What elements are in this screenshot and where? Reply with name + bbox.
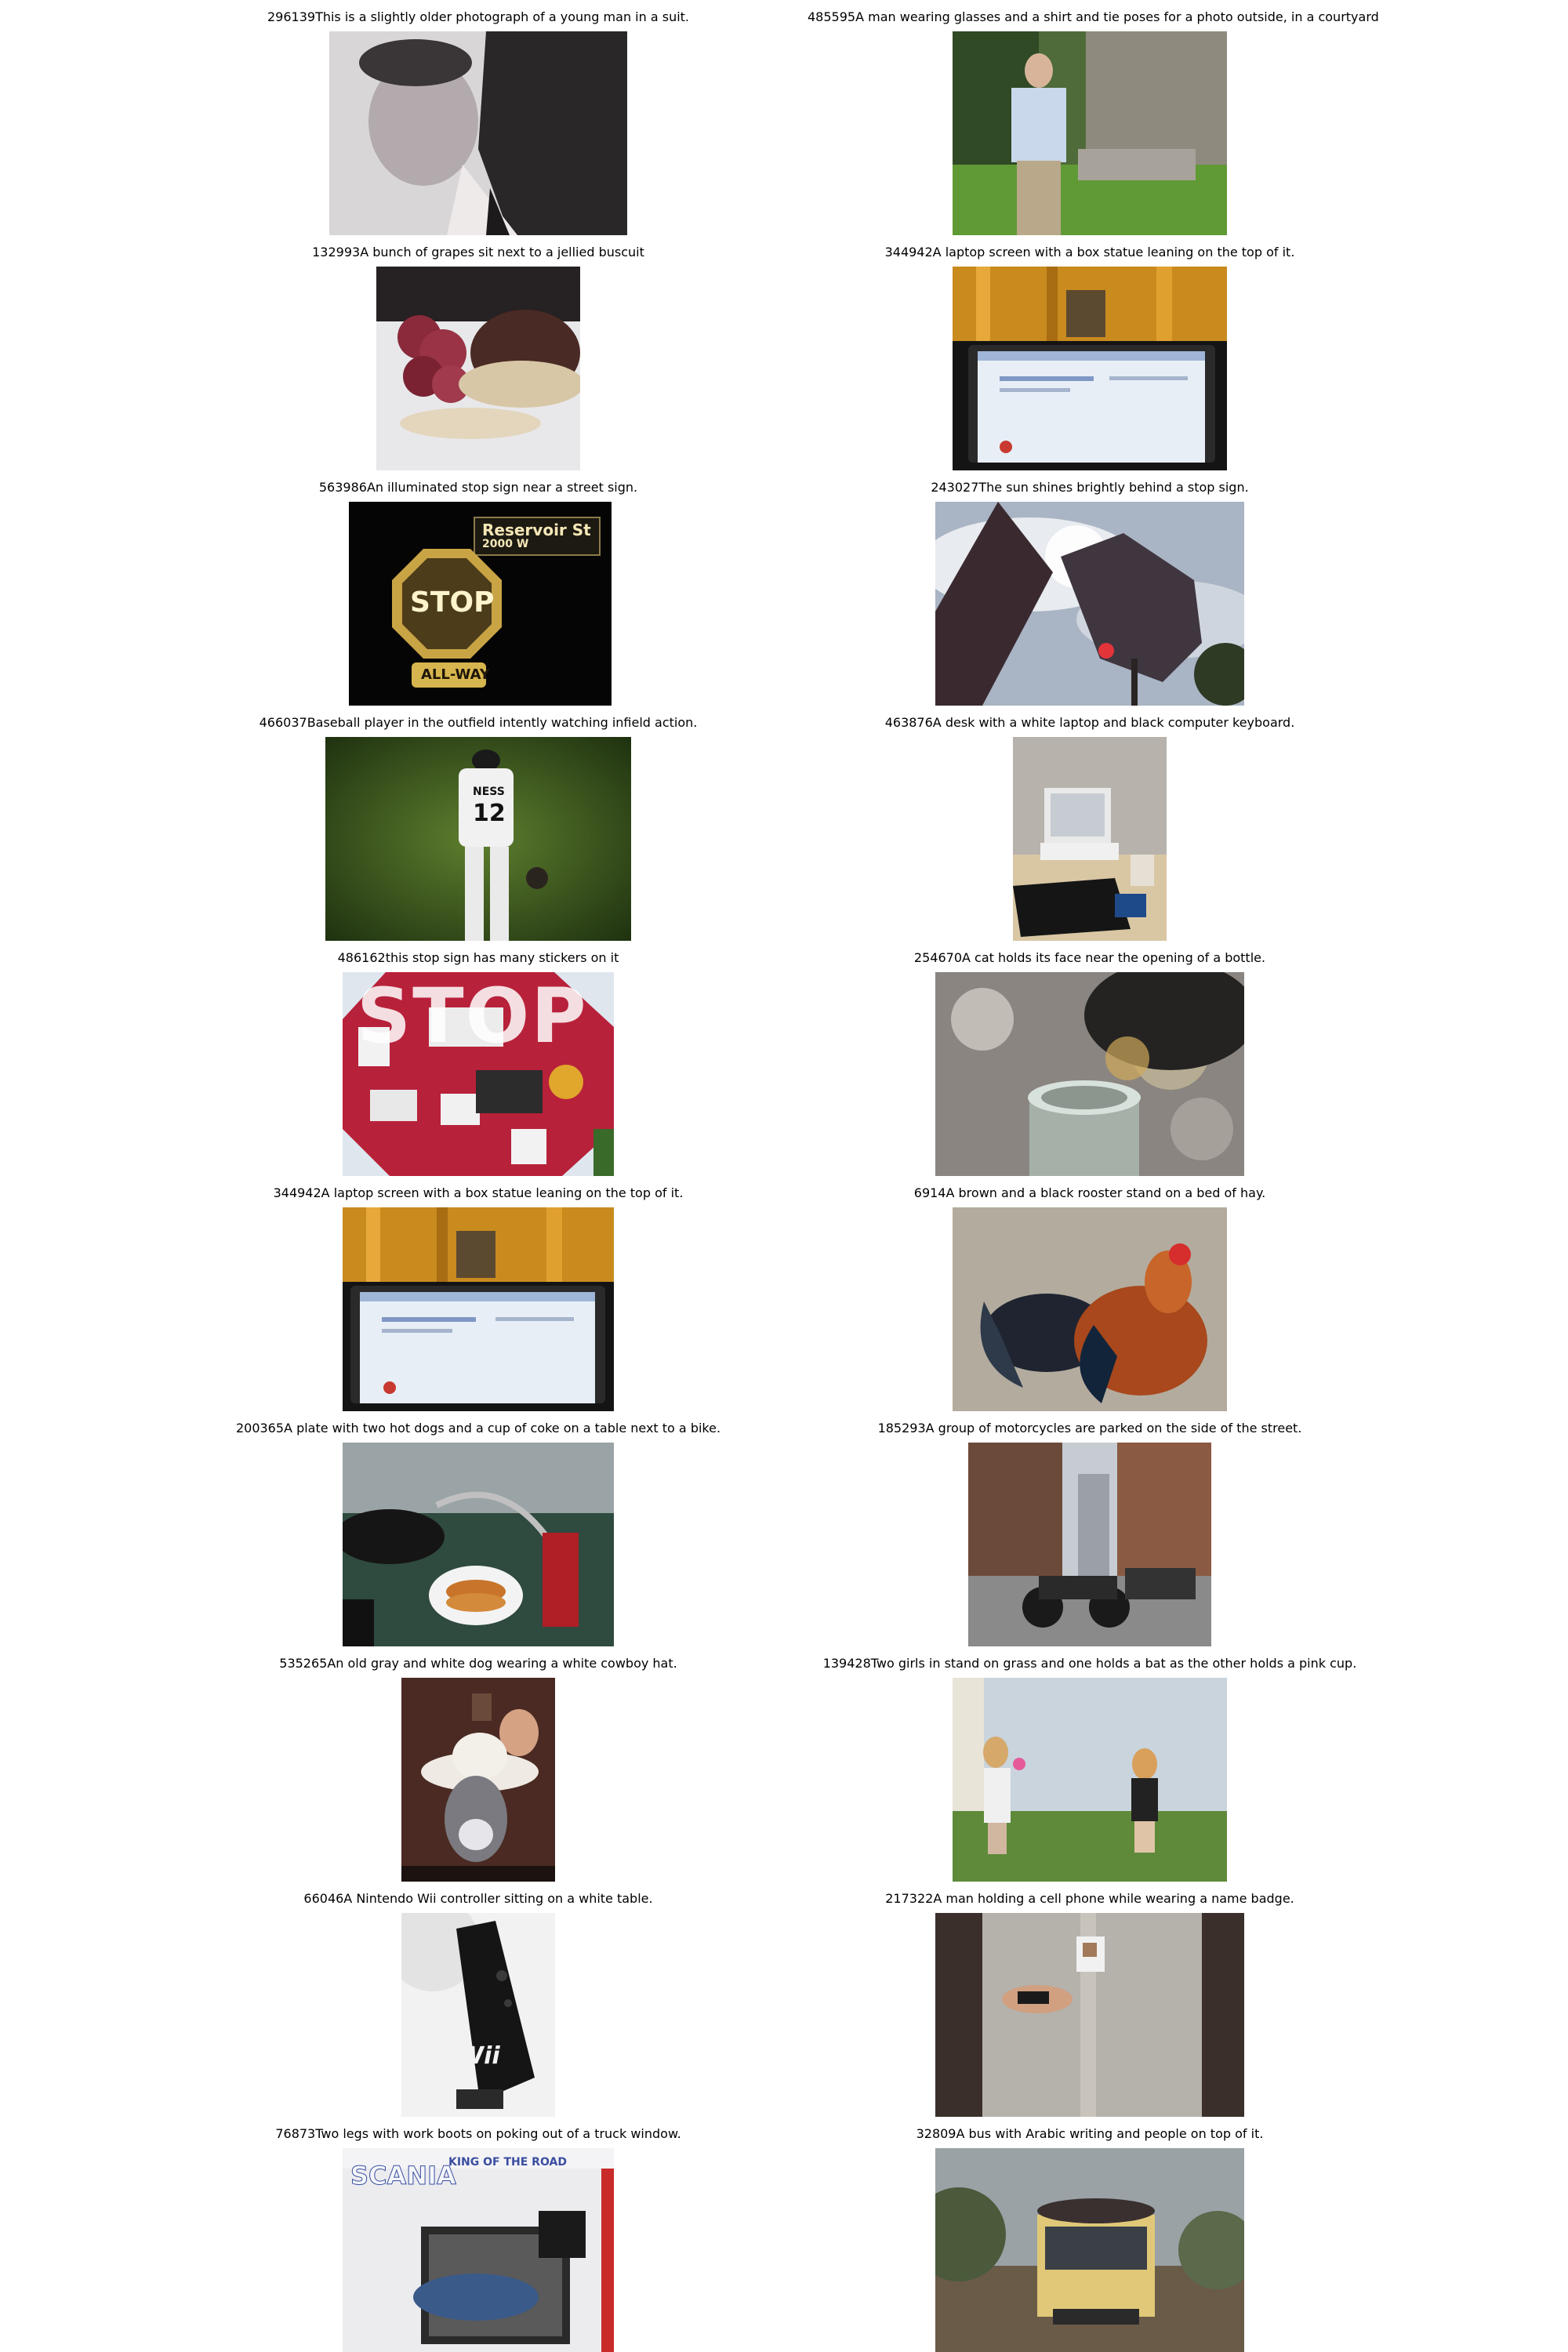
photo-sun-behind-stop-sign [935, 502, 1244, 706]
image-caption: 344942A laptop screen with a box statue … [884, 245, 1295, 260]
photo-hot-dogs-bike [343, 1443, 614, 1646]
image-caption: 243027The sun shines brightly behind a s… [931, 480, 1249, 495]
grid-item-9: 486162this stop sign has many stickers o… [196, 949, 760, 1176]
grid-item-16: 139428Two girls in stand on grass and on… [808, 1654, 1372, 1882]
image-caption: 132993A bunch of grapes sit next to a je… [312, 245, 644, 260]
grid-item-3: 132993A bunch of grapes sit next to a je… [196, 243, 760, 470]
photo-motorcycles-street [968, 1443, 1211, 1646]
grid-item-12: 6914A brown and a black rooster stand on… [808, 1184, 1372, 1411]
image-caption: 185293A group of motorcycles are parked … [877, 1421, 1302, 1436]
grid-item-17: 66046A Nintendo Wii controller sitting o… [196, 1889, 760, 2117]
photo-desk-white-laptop [1013, 737, 1167, 941]
photo-young-man-suit [329, 31, 627, 235]
photo-girls-bat-grass [953, 1678, 1227, 1882]
image-caption: 344942A laptop screen with a box statue … [273, 1185, 684, 1200]
grid-item-20: 32809A bus with Arabic writing and peopl… [808, 2125, 1372, 2352]
image-caption: 563986An illuminated stop sign near a st… [318, 480, 638, 495]
scania-text: SCANIA [350, 2161, 457, 2191]
grid-item-11: 344942A laptop screen with a box statue … [196, 1184, 760, 1411]
stop-sign-text: STOP [357, 972, 588, 1060]
photo-truck-window-boots: SCANIA KING OF THE ROAD [343, 2148, 614, 2352]
grid-item-6: 243027The sun shines brightly behind a s… [808, 478, 1372, 706]
photo-stop-sign-stickers: STOP [343, 972, 614, 1176]
grid-item-7: 466037Baseball player in the outfield in… [196, 713, 760, 941]
grid-item-1: 296139This is a slightly older photograp… [196, 8, 760, 235]
jersey-number: 12 [473, 800, 506, 827]
photo-illuminated-stop-sign: Reservoir St 2000 W STOP ALL-WAY [349, 502, 612, 706]
photo-grapes-biscuit [376, 267, 580, 470]
grid-item-18: 217322A man holding a cell phone while w… [808, 1889, 1372, 2117]
stop-sign-text: STOP [410, 586, 495, 619]
photo-bus-people-on-top [935, 2148, 1244, 2352]
image-caption: 32809A bus with Arabic writing and peopl… [916, 2126, 1264, 2141]
grid-item-5: 563986An illuminated stop sign near a st… [196, 478, 760, 706]
wii-logo-text: Wii [458, 2042, 500, 2070]
image-caption: 485595A man wearing glasses and a shirt … [808, 9, 1379, 24]
photo-man-courtyard [953, 31, 1227, 235]
photo-roosters-hay [953, 1207, 1227, 1411]
street-sign-text: Reservoir St [482, 521, 591, 539]
grid-item-19: 76873Two legs with work boots on poking … [196, 2125, 760, 2352]
image-caption: 76873Two legs with work boots on poking … [275, 2126, 681, 2141]
image-caption: 217322A man holding a cell phone while w… [885, 1891, 1294, 1906]
photo-baseball-player: NESS 12 [325, 737, 631, 941]
street-sign-subtext: 2000 W [482, 538, 529, 550]
all-way-text: ALL-WAY [421, 666, 490, 683]
photo-dog-cowboy-hat [401, 1678, 555, 1882]
grid-item-2: 485595A man wearing glasses and a shirt … [808, 8, 1379, 235]
photo-laptop-box-statue [953, 267, 1227, 470]
image-caption: 66046A Nintendo Wii controller sitting o… [303, 1891, 653, 1906]
grid-item-10: 254670A cat holds its face near the open… [808, 949, 1372, 1176]
photo-wii-controller: Wii [401, 1913, 555, 2117]
image-caption: 466037Baseball player in the outfield in… [259, 715, 698, 730]
photo-laptop-box-statue [343, 1207, 614, 1411]
image-caption: 139428Two girls in stand on grass and on… [822, 1656, 1357, 1671]
grid-item-14: 185293A group of motorcycles are parked … [808, 1419, 1372, 1646]
image-caption: 296139This is a slightly older photograp… [267, 9, 690, 24]
image-caption: 254670A cat holds its face near the open… [913, 950, 1266, 965]
image-caption: 200365A plate with two hot dogs and a cu… [235, 1421, 721, 1436]
grid-item-8: 463876A desk with a white laptop and bla… [808, 713, 1372, 941]
image-caption: 535265An old gray and white dog wearing … [279, 1656, 677, 1671]
king-of-the-road-text: KING OF THE ROAD [448, 2156, 567, 2169]
grid-item-4: 344942A laptop screen with a box statue … [808, 243, 1372, 470]
image-caption: 463876A desk with a white laptop and bla… [884, 715, 1295, 730]
photo-man-cell-phone-badge [935, 1913, 1244, 2117]
grid-item-13: 200365A plate with two hot dogs and a cu… [196, 1419, 760, 1646]
image-caption: 6914A brown and a black rooster stand on… [913, 1185, 1266, 1200]
jersey-name: NESS [473, 786, 505, 798]
image-caption: 486162this stop sign has many stickers o… [337, 950, 619, 965]
photo-cat-bottle [935, 972, 1244, 1176]
grid-item-15: 535265An old gray and white dog wearing … [196, 1654, 760, 1882]
